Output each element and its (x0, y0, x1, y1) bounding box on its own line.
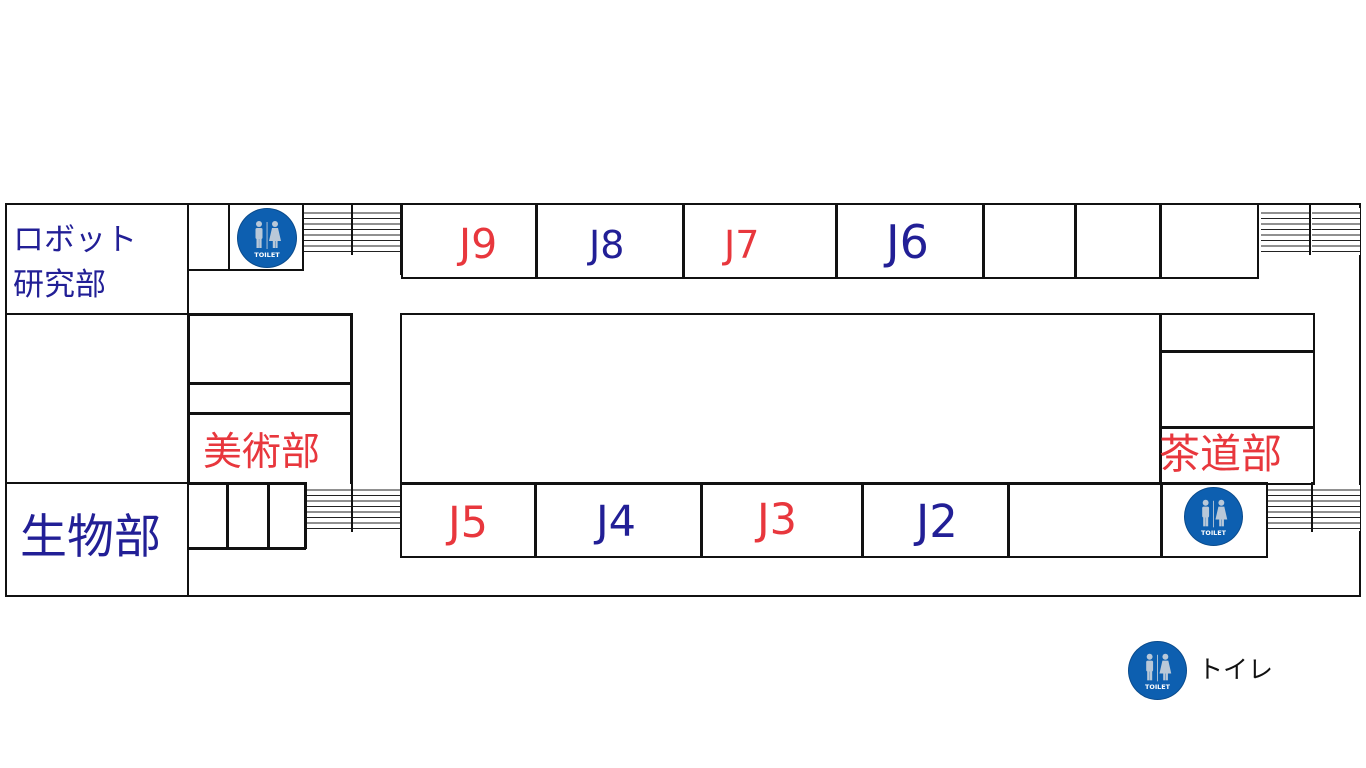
label-j5: J5 (448, 498, 489, 548)
toilet-icon-bottom-text: TOILET (1201, 529, 1227, 537)
wall-j7-j6 (835, 203, 838, 279)
stairs-top-right-a (1261, 208, 1309, 255)
wall-j3-j2 (861, 482, 864, 558)
wall-bl-top (187, 482, 306, 485)
legend-toilet-label: トイレ (1198, 655, 1274, 684)
stairs-divider-bottom-left (351, 482, 353, 532)
wall-left-mid-top (187, 313, 352, 316)
room-top-row (401, 203, 1259, 279)
wall-bl-1 (226, 482, 229, 549)
label-robot-club-line2: 研究部 (13, 267, 106, 303)
label-j6: J6 (886, 215, 929, 269)
label-j3: J3 (757, 495, 798, 545)
legend: TOILET トイレ (1128, 640, 1308, 700)
wall-bl-bottom (187, 547, 306, 550)
wall-tea-1 (1159, 350, 1314, 353)
wall-bl-3 (304, 482, 307, 549)
stairs-top-right-b (1312, 208, 1360, 255)
stairs-divider-top-left (351, 205, 353, 255)
label-biology-club: 生物部 (20, 510, 161, 565)
stairs-divider-bottom-right (1311, 482, 1313, 532)
wall-j9-j8 (535, 203, 538, 279)
label-j2: J2 (916, 495, 958, 548)
label-art-club: 美術部 (203, 430, 321, 475)
label-j7: J7 (724, 223, 760, 267)
room-bottom-row (400, 482, 1268, 558)
wall-j4-j3 (700, 482, 703, 558)
wall-x1-x2 (1074, 203, 1077, 279)
room-biology-club[interactable] (5, 482, 189, 597)
stairs-bottom-left-a (307, 485, 351, 531)
toilet-icon-top-text: TOILET (254, 251, 280, 259)
room-small-top-left[interactable] (187, 203, 230, 271)
wall-left-mid-right (350, 313, 353, 484)
wall-j5-j4 (534, 482, 537, 558)
central-block (400, 313, 1315, 485)
wall-left-mid-2 (187, 412, 352, 415)
wall-tea-left (1159, 313, 1162, 485)
label-j8: J8 (589, 223, 625, 267)
room-toilet-top[interactable] (228, 203, 304, 271)
wall-bl-2 (267, 482, 270, 549)
stairs-bottom-left-b (353, 485, 400, 531)
wall-x4-toilet (1160, 482, 1163, 558)
stairs-top-left-a (304, 208, 352, 255)
wall-j6-x1 (982, 203, 985, 279)
stairs-bottom-right-a (1268, 485, 1311, 531)
wall-j2-x4 (1007, 482, 1010, 558)
toilet-icon-bottom: TOILET (1185, 488, 1242, 545)
wall-tea-2 (1159, 426, 1314, 429)
label-j4: J4 (596, 497, 637, 547)
wall-left-mid-left (187, 313, 190, 484)
wall-x2-x3 (1159, 203, 1162, 279)
legend-toilet-icon-text: TOILET (1145, 683, 1171, 691)
legend-toilet-icon: TOILET (1129, 642, 1186, 699)
stairs-divider-top-right (1309, 205, 1311, 255)
toilet-icon-top: TOILET (238, 209, 296, 267)
stairs-bottom-right-b (1313, 485, 1360, 531)
wall-left-mid-1 (187, 382, 352, 385)
stairs-top-left-b (353, 208, 401, 255)
label-j9: J9 (459, 220, 498, 268)
wall-j8-j7 (682, 203, 685, 279)
label-tea-club: 茶道部 (1159, 430, 1282, 478)
label-robot-club-line1: ロボット (13, 222, 137, 258)
